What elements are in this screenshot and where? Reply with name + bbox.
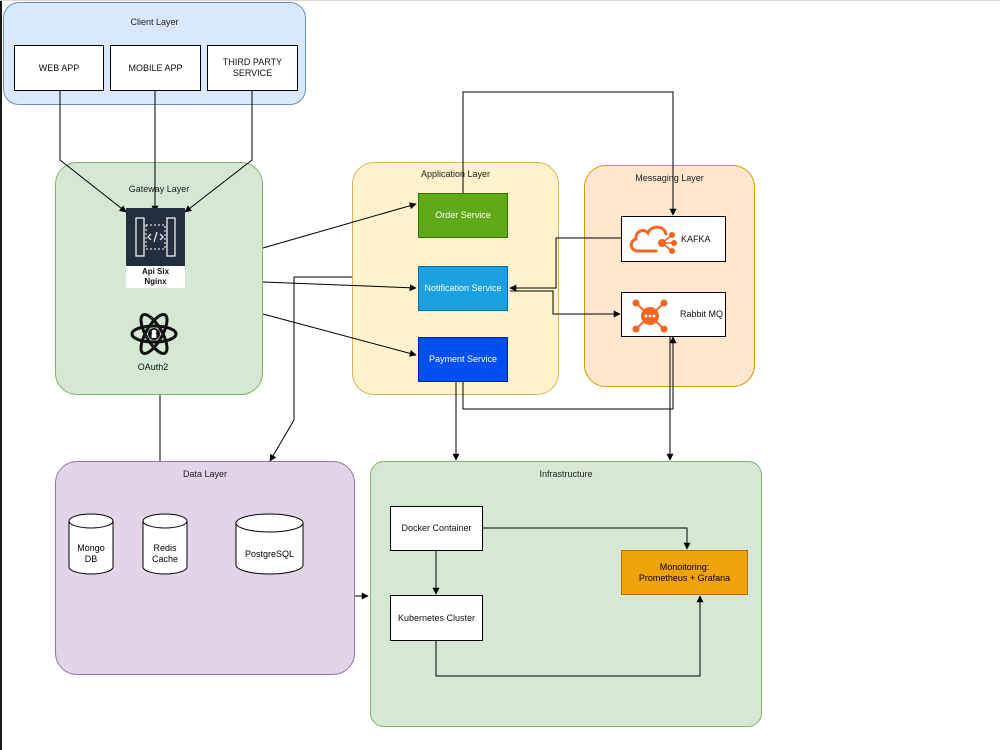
monitoring-label-line1: Monoitoring: <box>659 561 710 572</box>
third-party-service-box[interactable]: THIRD PARTY SERVICE <box>207 45 298 91</box>
web-app-label: WEB APP <box>38 62 80 73</box>
application-layer-title: Application Layer <box>420 169 491 179</box>
redis-cache-cylinder[interactable]: Redis Cache <box>142 513 188 575</box>
order-service-label: Order Service <box>435 210 491 220</box>
atom-icon <box>130 313 178 355</box>
database-icon <box>235 513 304 575</box>
payment-service-box[interactable]: Payment Service <box>418 337 508 382</box>
kubernetes-cluster-box[interactable]: Kubernetes Cluster <box>390 595 483 641</box>
top-window-edge <box>0 0 1000 1</box>
kafka-box[interactable]: KAFKA <box>621 216 726 262</box>
api-gateway-label-line1: Api Six <box>141 267 170 276</box>
kubernetes-cluster-label: Kubernetes Cluster <box>397 612 476 623</box>
monitoring-label-line2: Prometheus + Grafana <box>638 572 731 583</box>
database-icon <box>68 513 114 575</box>
left-window-edge <box>0 0 2 750</box>
client-layer-title: Client Layer <box>130 17 179 27</box>
docker-container-label: Docker Container <box>401 523 472 533</box>
oauth-node[interactable] <box>128 310 180 358</box>
mongo-db-cylinder[interactable]: Mongo DB <box>68 513 114 575</box>
rabbit-mq-box[interactable]: Rabbit MQ <box>621 292 726 337</box>
messaging-layer: Messaging Layer <box>584 165 755 387</box>
postgresql-cylinder[interactable]: PostgreSQL <box>235 513 304 575</box>
mongo-db-label-line1: Mongo <box>77 543 105 553</box>
api-gateway-label-line2: Nginx <box>144 277 167 286</box>
monitoring-box[interactable]: Monoitoring: Prometheus + Grafana <box>621 550 748 595</box>
messaging-layer-title: Messaging Layer <box>635 173 704 183</box>
notification-service-box[interactable]: Notification Service <box>418 266 508 311</box>
web-app-box[interactable]: WEB APP <box>14 45 104 91</box>
mobile-app-box[interactable]: MOBILE APP <box>110 45 201 91</box>
kafka-cloud-icon <box>629 225 677 254</box>
api-gateway-icon <box>126 208 185 266</box>
infrastructure-layer-title: Infrastructure <box>539 469 593 479</box>
api-gateway-node[interactable]: Api Six Nginx <box>126 208 185 288</box>
third-party-label-line2: SERVICE <box>232 68 273 78</box>
redis-cache-label-line1: Redis <box>153 543 177 553</box>
mongo-db-label-line2: DB <box>84 554 98 564</box>
postgresql-label: PostgreSQL <box>244 549 295 559</box>
mobile-app-label: MOBILE APP <box>128 62 183 73</box>
kafka-label: KAFKA <box>681 233 711 244</box>
data-layer-title: Data Layer <box>182 469 228 479</box>
third-party-label-line1: THIRD PARTY <box>222 57 283 67</box>
docker-container-box[interactable]: Docker Container <box>390 506 483 551</box>
notification-service-label: Notification Service <box>424 283 502 293</box>
redis-cache-label-line2: Cache <box>151 554 178 564</box>
rabbit-mq-icon <box>632 299 668 332</box>
rabbit-mq-label: Rabbit MQ <box>680 309 724 319</box>
oauth-label: OAuth2 <box>137 362 169 372</box>
gateway-layer-title: Gateway Layer <box>128 184 190 194</box>
payment-service-label: Payment Service <box>428 354 498 364</box>
database-icon <box>142 513 188 575</box>
order-service-box[interactable]: Order Service <box>418 193 508 238</box>
edge-application-to-data <box>269 276 352 462</box>
